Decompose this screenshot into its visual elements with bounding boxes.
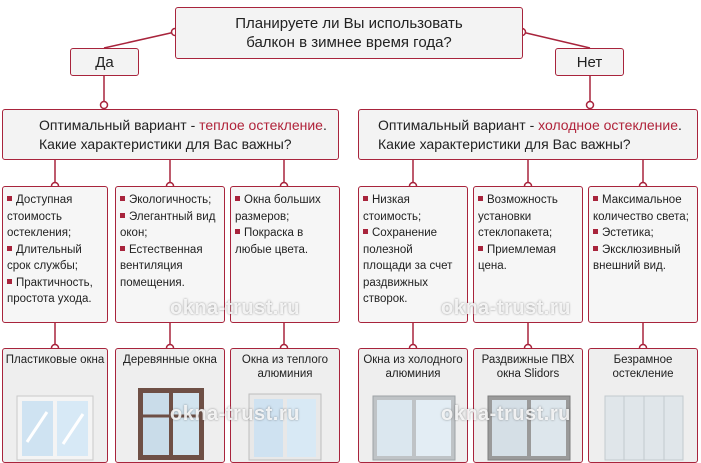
- feature-item: Естественная вентиляция помещения.: [120, 242, 220, 292]
- watermark: okna-trust.ru: [170, 403, 300, 425]
- product-frameless-glazing: Безрамное остекление: [588, 348, 698, 463]
- product-title: Безрамное остекление: [612, 354, 674, 380]
- bullet-icon: [7, 278, 12, 284]
- cold-option-line-2: Какие характеристики для Вас важны?: [378, 135, 631, 152]
- feature-item: Возможность установки стеклопакета;: [478, 192, 578, 242]
- features-box-slidors: Возможность установки стеклопакета; Прие…: [473, 186, 583, 323]
- question-line-1: Планируете ли Вы использовать: [235, 15, 463, 32]
- feature-item: Максимальное количество света;: [593, 192, 693, 225]
- feature-text: Максимальное количество света;: [593, 194, 689, 223]
- cold-option-suffix: .: [678, 116, 682, 133]
- product-plastic-windows: Пластиковые окна: [2, 348, 108, 463]
- feature-item: Окна больших размеров;: [235, 192, 335, 225]
- watermark: okna-trust.ru: [441, 403, 571, 425]
- feature-item: Сохранение полезной площади за счет разд…: [363, 225, 463, 308]
- warm-option-suffix: .: [322, 116, 327, 133]
- warm-option-highlight: теплое остекление: [199, 116, 323, 133]
- feature-item: Эксклюзивный внешний вид.: [593, 242, 693, 275]
- feature-item: Длительный срок службы;: [7, 242, 103, 275]
- answer-no-label: Нет: [576, 53, 603, 71]
- bullet-icon: [593, 245, 598, 251]
- feature-text: Экологичность;: [129, 194, 212, 206]
- cold-option-highlight: холодное остекление: [538, 116, 679, 133]
- feature-item: Практичность, простота ухода.: [7, 275, 103, 308]
- product-warm-aluminium-windows: Окна из теплого алюминия: [230, 348, 340, 463]
- features-box-plastic: Доступная стоимость остекления; Длительн…: [2, 186, 108, 323]
- answer-no: Нет: [555, 48, 624, 76]
- feature-text: Элегантный вид окон;: [120, 210, 216, 240]
- warm-option-prefix: Оптимальный вариант -: [39, 116, 200, 133]
- feature-text: Окна больших размеров;: [235, 194, 321, 223]
- features-box-cold-aluminium: Низкая стоимость; Сохранение полезной пл…: [358, 186, 468, 323]
- frameless-window-image: [604, 395, 684, 461]
- warm-aluminium-window-image: [248, 393, 322, 461]
- cold-option-prefix: Оптимальный вариант -: [378, 116, 539, 133]
- feature-item: Низкая стоимость;: [363, 192, 463, 225]
- product-title: Деревянные окна: [123, 354, 217, 366]
- warm-glazing-option: Оптимальный вариант - теплое остекление.…: [2, 109, 339, 160]
- answer-yes-label: Да: [95, 53, 114, 71]
- bullet-icon: [478, 245, 483, 251]
- product-title: Раздвижные ПВХ окна Slidors: [481, 354, 575, 380]
- bullet-icon: [235, 229, 240, 234]
- cold-option-line-1: Оптимальный вариант - холодное остеклени…: [378, 116, 697, 135]
- features-box-wood: Экологичность; Элегантный вид окон; Есте…: [115, 186, 225, 323]
- feature-text: Приемлемая цена.: [478, 243, 557, 273]
- warm-option-line-1: Оптимальный вариант - теплое остекление.: [39, 116, 338, 135]
- bullet-icon: [120, 196, 125, 201]
- feature-item: Элегантный вид окон;: [120, 209, 220, 242]
- product-cold-aluminium-windows: Окна из холодного алюминия: [358, 348, 468, 463]
- bullet-icon: [7, 245, 12, 251]
- bullet-icon: [478, 196, 483, 201]
- bullet-icon: [593, 196, 598, 201]
- cold-glazing-option: Оптимальный вариант - холодное остеклени…: [358, 109, 698, 160]
- feature-text: Эстетика;: [602, 227, 654, 239]
- product-slidors-windows: Раздвижные ПВХ окна Slidors: [473, 348, 583, 463]
- feature-text: Возможность установки стеклопакета;: [478, 194, 558, 239]
- feature-text: Низкая стоимость;: [363, 194, 422, 223]
- bullet-icon: [363, 229, 368, 234]
- bullet-icon: [120, 245, 125, 251]
- warm-option-line-2: Какие характеристики для Вас важны?: [39, 135, 292, 152]
- feature-text: Естественная вентиляция помещения.: [120, 243, 203, 289]
- features-box-warm-aluminium: Окна больших размеров; Покраска в любые …: [230, 186, 340, 323]
- feature-text: Сохранение полезной площади за счет разд…: [363, 227, 453, 305]
- bullet-icon: [363, 196, 368, 201]
- feature-text: Практичность, простота ухода.: [7, 276, 93, 306]
- product-title: Окна из холодного алюминия: [363, 354, 463, 380]
- feature-item: Эстетика;: [593, 225, 693, 242]
- bullet-icon: [593, 229, 598, 234]
- feature-text: Доступная стоимость остекления;: [7, 194, 73, 239]
- wooden-window-image: [138, 388, 204, 460]
- feature-item: Доступная стоимость остекления;: [7, 192, 103, 242]
- feature-item: Приемлемая цена.: [478, 242, 578, 275]
- watermark: okna-trust.ru: [441, 297, 571, 319]
- features-box-frameless: Максимальное количество света; Эстетика;…: [588, 186, 698, 323]
- plastic-window-image: [16, 395, 94, 461]
- slidors-window-image: [487, 395, 571, 461]
- question-line-2: балкон в зимнее время года?: [246, 34, 452, 51]
- feature-item: Покраска в любые цвета.: [235, 225, 335, 258]
- feature-text: Покраска в любые цвета.: [235, 227, 309, 256]
- watermark: okna-trust.ru: [170, 297, 300, 319]
- feature-text: Эксклюзивный внешний вид.: [593, 243, 681, 273]
- answer-yes: Да: [70, 48, 139, 76]
- product-title: Пластиковые окна: [5, 354, 105, 366]
- product-title: Окна из теплого алюминия: [241, 354, 329, 380]
- question-box: Планируете ли Вы использовать балкон в з…: [175, 7, 523, 59]
- bullet-icon: [235, 196, 240, 201]
- feature-text: Длительный срок службы;: [7, 243, 82, 273]
- product-wooden-windows: Деревянные окна: [115, 348, 225, 463]
- bullet-icon: [7, 196, 12, 201]
- bullet-icon: [120, 212, 125, 218]
- cold-aluminium-window-image: [372, 395, 456, 461]
- feature-item: Экологичность;: [120, 192, 220, 209]
